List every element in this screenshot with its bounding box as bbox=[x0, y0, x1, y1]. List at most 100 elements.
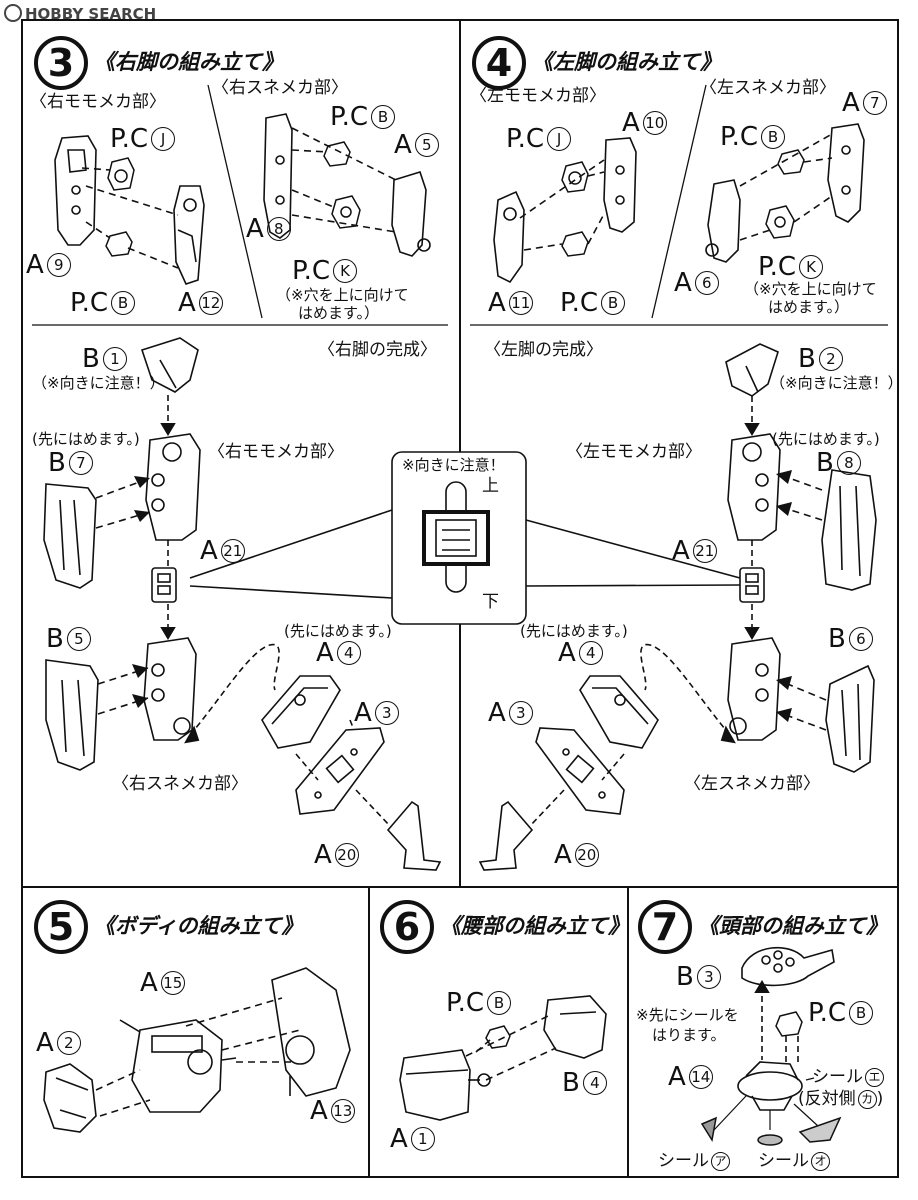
pc-b-part-r2 bbox=[323, 141, 351, 167]
note-first-l2: (先にはめます。) bbox=[520, 622, 628, 640]
pc-b-part-l2 bbox=[777, 149, 805, 175]
a13-back-part bbox=[271, 967, 351, 1097]
r-thigh-heading-2: 〈右モモメカ部〉 bbox=[208, 442, 344, 462]
b8-thigh-armor bbox=[821, 469, 877, 591]
a12-part bbox=[173, 185, 205, 285]
b7-thigh-armor bbox=[43, 483, 97, 589]
a20-stand-r bbox=[386, 800, 442, 871]
section-6-title: 6《腰部の組み立て》 bbox=[380, 900, 629, 954]
a2-chest-part bbox=[43, 1063, 97, 1133]
l-thigh-frame-part bbox=[493, 190, 525, 284]
a4-foot-l bbox=[579, 675, 659, 749]
note-hole-up-l2: はめます。） bbox=[768, 298, 850, 316]
note-seal-first-1: ※先にシールを bbox=[636, 1006, 739, 1024]
note-seal-first-2: はります。 bbox=[652, 1026, 726, 1044]
note-hole-up-r2: はめます。） bbox=[298, 304, 380, 322]
seal-a-piece bbox=[700, 1116, 717, 1143]
r-thigh-assembly bbox=[145, 433, 201, 541]
a10-part bbox=[603, 137, 637, 233]
note-orient-l: （※向きに注意！） bbox=[770, 374, 903, 392]
note-first-r1: (先にはめます。) bbox=[32, 430, 140, 448]
a7-part bbox=[827, 123, 865, 223]
r-shin-heading-2: 〈右スネメカ部〉 bbox=[112, 774, 248, 794]
a1-waist-part bbox=[399, 1049, 491, 1121]
section-5-title: 5《ボディの組み立て》 bbox=[34, 900, 303, 954]
r-shin-heading: 〈右スネメカ部〉 bbox=[212, 78, 348, 98]
a5-part bbox=[391, 171, 431, 257]
a3-sole-l bbox=[535, 727, 625, 815]
l-shin-assembly bbox=[727, 637, 781, 741]
callout-note: ※向きに注意！ bbox=[402, 456, 505, 474]
pc-b-part-l1 bbox=[561, 231, 589, 257]
l-thigh-heading-2: 〈左モモメカ部〉 bbox=[566, 442, 702, 462]
pc-b-part-r1 bbox=[105, 231, 133, 257]
r-shin-assembly bbox=[143, 637, 197, 741]
section-3-title: 3《右脚の組み立て》 bbox=[34, 36, 283, 90]
pc-k-part-l bbox=[765, 205, 795, 239]
a6-part bbox=[705, 179, 741, 263]
note-first-l1: (先にはめます。) bbox=[772, 430, 880, 448]
a3-sole-r bbox=[295, 727, 385, 815]
a4-foot-r bbox=[261, 675, 341, 749]
label-seal-o: シールオ bbox=[758, 1152, 830, 1171]
label-seal-a: シールア bbox=[658, 1152, 730, 1171]
note-orient-r: （※向きに注意！） bbox=[32, 374, 165, 392]
a15-torso-part bbox=[119, 1019, 237, 1113]
r-done-heading: 〈右脚の完成〉 bbox=[318, 340, 437, 360]
label-seal-e: シールエ bbox=[812, 1068, 884, 1087]
watermark-logo-icon bbox=[4, 4, 22, 22]
pc-b-part-head bbox=[775, 1011, 803, 1037]
label-seal-ka: (反対側カ) bbox=[798, 1089, 884, 1109]
l-shin-heading-2: 〈左スネメカ部〉 bbox=[684, 774, 820, 794]
note-hole-up-r1: （※穴を上に向けて bbox=[276, 286, 409, 304]
l-shin-heading: 〈左スネメカ部〉 bbox=[700, 78, 836, 98]
callout-down: 下 bbox=[482, 592, 499, 612]
l-thigh-heading: 〈左モモメカ部〉 bbox=[470, 86, 606, 106]
a21-joint-l bbox=[739, 567, 765, 603]
l-done-heading: 〈左脚の完成〉 bbox=[484, 340, 603, 360]
b1-knee-part bbox=[140, 337, 199, 393]
note-hole-up-l1: （※穴を上に向けて bbox=[744, 280, 877, 298]
pc-b-part-waist bbox=[485, 1025, 511, 1049]
pc-j-part bbox=[107, 157, 135, 191]
r-thigh-frame-part bbox=[54, 135, 97, 246]
a21-joint-r bbox=[151, 567, 177, 603]
note-first-r2: (先にはめます。) bbox=[284, 622, 392, 640]
